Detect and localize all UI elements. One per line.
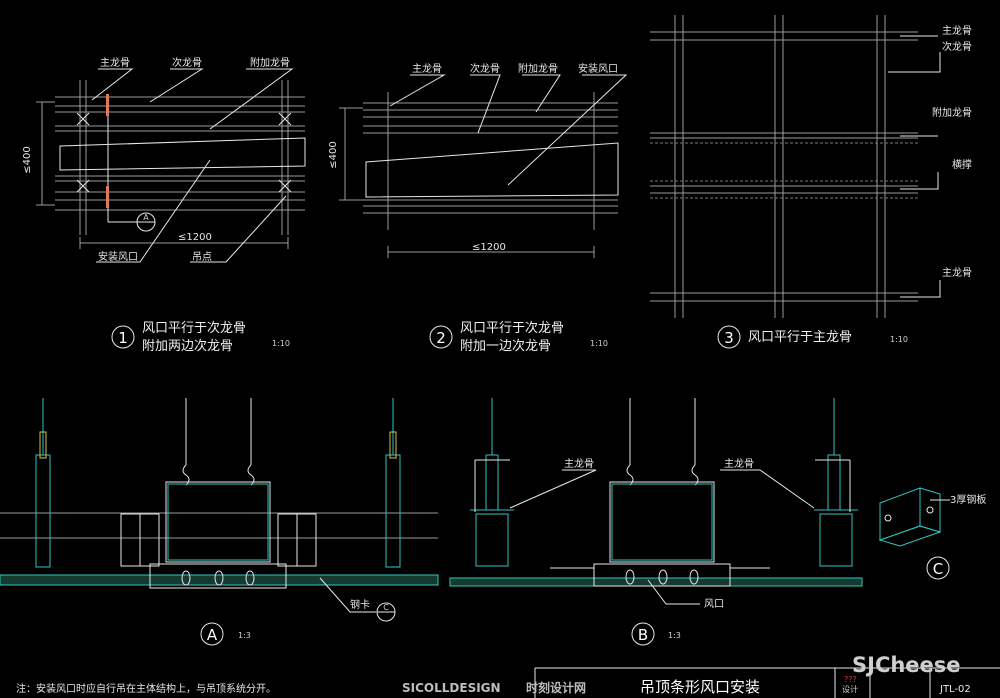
section-circle-b: [631, 622, 655, 646]
detail-title-2-line2: 附加一边次龙骨: [460, 338, 551, 354]
detail-3-plan: 主龙骨 次龙骨 附加龙骨 横撑 主龙骨 3 风口平行于主龙骨 1:10: [650, 15, 972, 349]
section-a: 钢卡 C A 1:3: [0, 398, 439, 646]
label-main-keel-b-right: 主龙骨: [724, 457, 754, 470]
detail-number-1: 1: [118, 329, 128, 347]
label-main-keel-3-top: 主龙骨: [942, 24, 972, 37]
section-scale-a: 1:3: [238, 631, 251, 640]
label-main-keel-2: 主龙骨: [412, 62, 442, 75]
label-install-vent-1: 安装风口: [98, 250, 138, 263]
detail-number-circle-3: [717, 325, 741, 349]
ceiling-board-a: [0, 574, 439, 586]
detail-scale-2: 1:10: [590, 339, 608, 348]
label-sub-keel-3: 次龙骨: [942, 40, 972, 53]
drawing-title: 吊顶条形风口安装: [640, 678, 760, 696]
cell-label: 设计: [842, 684, 858, 694]
label-hanger-1: 吊点: [192, 251, 212, 263]
label-install-vent-2: 安装风口: [578, 62, 618, 75]
ceiling-board-b: [449, 577, 863, 587]
title-block: 注：安装风口时应自行吊在主体结构上，与吊顶系统分开。 SICOLLDESIGN …: [16, 653, 1000, 698]
footer-brand: SICOLLDESIGN: [402, 681, 501, 695]
label-main-keel-b-left: 主龙骨: [564, 457, 594, 470]
vent-box-a: [165, 481, 271, 563]
vent-outline: [59, 137, 306, 171]
label-main-keel-1: 主龙骨: [100, 56, 130, 69]
section-mark-top: [106, 94, 109, 116]
detail-1-plan: A ≤400 ≤1200 主龙骨 次龙骨 附加龙骨 安装风口 吊点 1 风口平行…: [22, 56, 306, 354]
dim-width-1: ≤1200: [178, 232, 212, 243]
label-steel-clip: 钢卡: [350, 598, 370, 611]
section-circle-a: [200, 622, 224, 646]
dim-width-2: ≤1200: [472, 242, 506, 253]
section-b: 主龙骨 主龙骨 风口 B 1:3: [449, 398, 863, 646]
detail-number-circle-2: [429, 325, 453, 349]
detail-scale-3: 1:10: [890, 335, 908, 344]
footer-note: 注：安装风口时应自行吊在主体结构上，与吊顶系统分开。: [16, 682, 276, 695]
vent-box-b: [609, 481, 715, 563]
detail-number-3: 3: [724, 329, 734, 347]
detail-2-plan: ≤400 ≤1200 主龙骨 次龙骨 附加龙骨 安装风口 2 风口平行于次龙骨 …: [328, 62, 628, 354]
dim-height-2: ≤400: [328, 141, 339, 168]
section-letter-b: B: [638, 626, 648, 644]
section-mark-bottom: [106, 186, 109, 208]
detail-number-2: 2: [436, 329, 446, 347]
label-steel-plate: 3厚钢板: [950, 493, 986, 506]
detail-title-3: 风口平行于主龙骨: [748, 330, 852, 345]
label-brace-3: 横撑: [952, 158, 972, 171]
callout-letter-c: C: [383, 603, 389, 612]
label-vent-b: 风口: [704, 598, 724, 610]
label-sub-keel-2: 次龙骨: [470, 62, 500, 75]
detail-scale-1: 1:10: [272, 339, 290, 348]
cell-value: ???: [844, 675, 857, 684]
label-extra-keel-2: 附加龙骨: [518, 62, 558, 75]
section-letter-a: A: [207, 626, 218, 644]
label-main-keel-3-bottom: 主龙骨: [942, 266, 972, 279]
detail-title-2-line1: 风口平行于次龙骨: [460, 320, 564, 336]
label-sub-keel-1: 次龙骨: [172, 56, 202, 69]
detail-title-1-line1: 风口平行于次龙骨: [142, 320, 246, 336]
detail-number-circle-1: [111, 325, 135, 349]
watermark: SJCheese: [852, 653, 961, 677]
label-extra-keel-3: 附加龙骨: [932, 106, 972, 119]
detail-c-plate: 3厚钢板 C: [878, 487, 986, 580]
detail-title-1-line2: 附加两边次龙骨: [142, 338, 233, 354]
vent-outline-2: [365, 142, 619, 198]
label-extra-keel-1: 附加龙骨: [250, 56, 290, 69]
section-scale-b: 1:3: [668, 631, 681, 640]
footer-brand-cn: 时刻设计网: [526, 680, 586, 695]
callout-letter-a: A: [143, 213, 149, 222]
section-circle-c: [926, 556, 950, 580]
dim-height-1: ≤400: [22, 146, 33, 173]
drawing-number: JTL-02: [939, 684, 971, 695]
section-letter-c: C: [933, 560, 943, 578]
